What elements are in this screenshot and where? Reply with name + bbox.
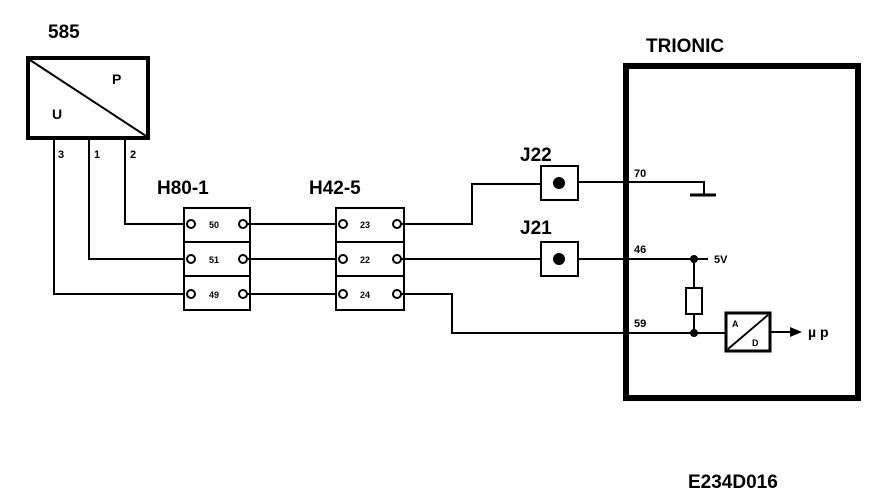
h80-pin-51: 51 <box>209 255 219 265</box>
jack-j21 <box>540 241 579 277</box>
ad-converter <box>724 311 772 353</box>
sensor-585 <box>26 56 150 140</box>
h42-pin-22: 22 <box>360 255 370 265</box>
jack-j22 <box>540 165 579 201</box>
sensor-id: 585 <box>48 22 80 43</box>
wire-to-j22 <box>401 183 541 225</box>
sensor-pin-2: 2 <box>130 149 136 161</box>
jack-j21-id: J21 <box>520 218 552 239</box>
ecu-pin-46: 46 <box>634 244 646 256</box>
connector-h80-1 <box>183 207 251 311</box>
figure-code: E234D016 <box>688 472 778 493</box>
supply-5v-label: 5V <box>714 254 728 266</box>
ecu-pin-70: 70 <box>634 168 646 180</box>
sensor-label-p: P <box>112 71 121 87</box>
wire-sensor-pin3 <box>53 138 187 295</box>
sensor-label-u: U <box>52 106 62 122</box>
sensor-pin-1: 1 <box>94 149 100 161</box>
adc-label-a: A <box>732 319 739 329</box>
ecu-title: TRIONIC <box>646 36 724 57</box>
wire-to-pin59 <box>401 293 696 334</box>
microprocessor-label: µ p <box>808 324 829 340</box>
wire-pin70-ground <box>578 181 705 194</box>
h80-pin-50: 50 <box>209 220 219 230</box>
connector-h42-id: H42-5 <box>309 178 361 199</box>
ecu-trionic <box>623 63 861 401</box>
h42-pin-23: 23 <box>360 220 370 230</box>
wire-sensor-pin2 <box>124 138 187 225</box>
connector-h80-id: H80-1 <box>157 178 209 199</box>
h80-pin-49: 49 <box>209 290 219 300</box>
arrow-right-icon <box>790 327 802 337</box>
ecu-pin-59: 59 <box>634 318 646 330</box>
sensor-pin-3: 3 <box>58 149 64 161</box>
jack-j22-id: J22 <box>520 145 552 166</box>
adc-label-d: D <box>752 338 759 348</box>
pullup-resistor <box>685 287 703 315</box>
wire-sensor-pin1 <box>88 138 187 260</box>
connector-h42-5 <box>335 207 405 311</box>
h42-pin-24: 24 <box>360 290 370 300</box>
